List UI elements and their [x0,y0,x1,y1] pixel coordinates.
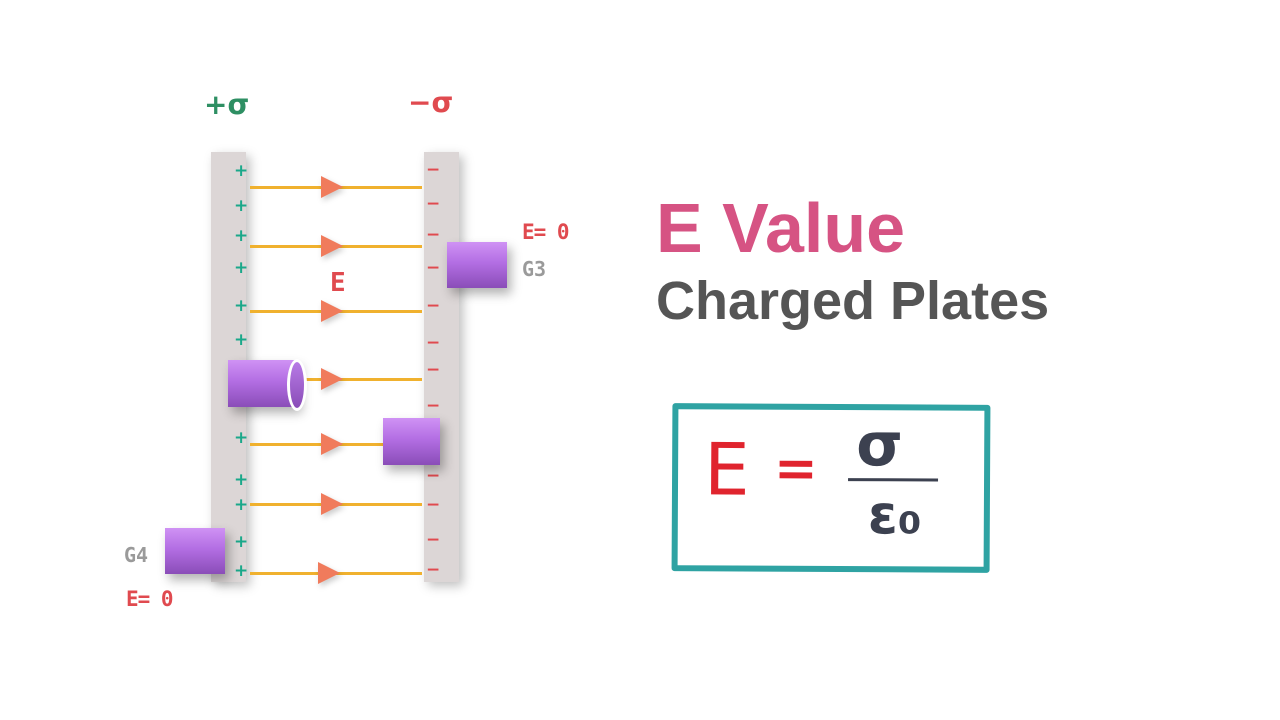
plus-sign: + [234,470,249,490]
minus-sign: − [426,258,441,278]
minus-sign: − [426,360,441,380]
minus-sign: − [426,466,441,486]
positive-sigma-label: +σ [204,88,250,121]
arrow-right-icon [321,235,343,257]
gaussian-surface-g4 [165,528,225,574]
field-line [300,378,422,381]
title-line-1: E Value [656,189,906,267]
plus-sign: + [234,258,249,278]
minus-sign: − [426,296,441,316]
minus-sign: − [426,194,441,214]
g4-field-value: E= 0 [126,587,174,611]
plus-sign: + [234,561,249,581]
cylinder-end-cap [287,359,307,411]
arrow-right-icon [318,562,340,584]
plus-sign: + [234,161,249,181]
minus-sign: − [426,495,441,515]
plus-sign: + [234,196,249,216]
minus-sign: − [426,530,441,550]
minus-sign: − [426,560,441,580]
g4-label: G4 [124,543,149,567]
g3-field-value: E= 0 [522,220,570,244]
arrow-right-icon [321,433,343,455]
plus-sign: + [234,296,249,316]
gaussian-surface-g3 [447,242,507,288]
arrow-right-icon [321,493,343,515]
formula-lhs: E [703,427,750,512]
gaussian-surface-middle [383,418,440,465]
minus-sign: − [426,396,441,416]
negative-sigma-label: −σ [408,86,454,119]
g3-label: G3 [522,257,547,281]
plus-sign: + [234,226,249,246]
plus-sign: + [234,330,249,350]
plus-sign: + [234,428,249,448]
minus-sign: − [426,160,441,180]
formula-box: E = σ ε₀ [671,403,991,573]
plus-sign: + [234,495,249,515]
title-line-2: Charged Plates [656,271,1050,331]
arrow-right-icon [321,368,343,390]
arrow-right-icon [321,176,343,198]
formula-denominator: ε₀ [867,483,922,547]
arrow-right-icon [321,300,343,322]
field-line [250,443,386,446]
minus-sign: − [426,333,441,353]
minus-sign: − [426,225,441,245]
plus-sign: + [234,532,249,552]
formula-equals: = [773,438,818,499]
formula-numerator: σ [856,410,904,481]
negative-plate [424,152,459,582]
field-label: E [330,268,346,298]
